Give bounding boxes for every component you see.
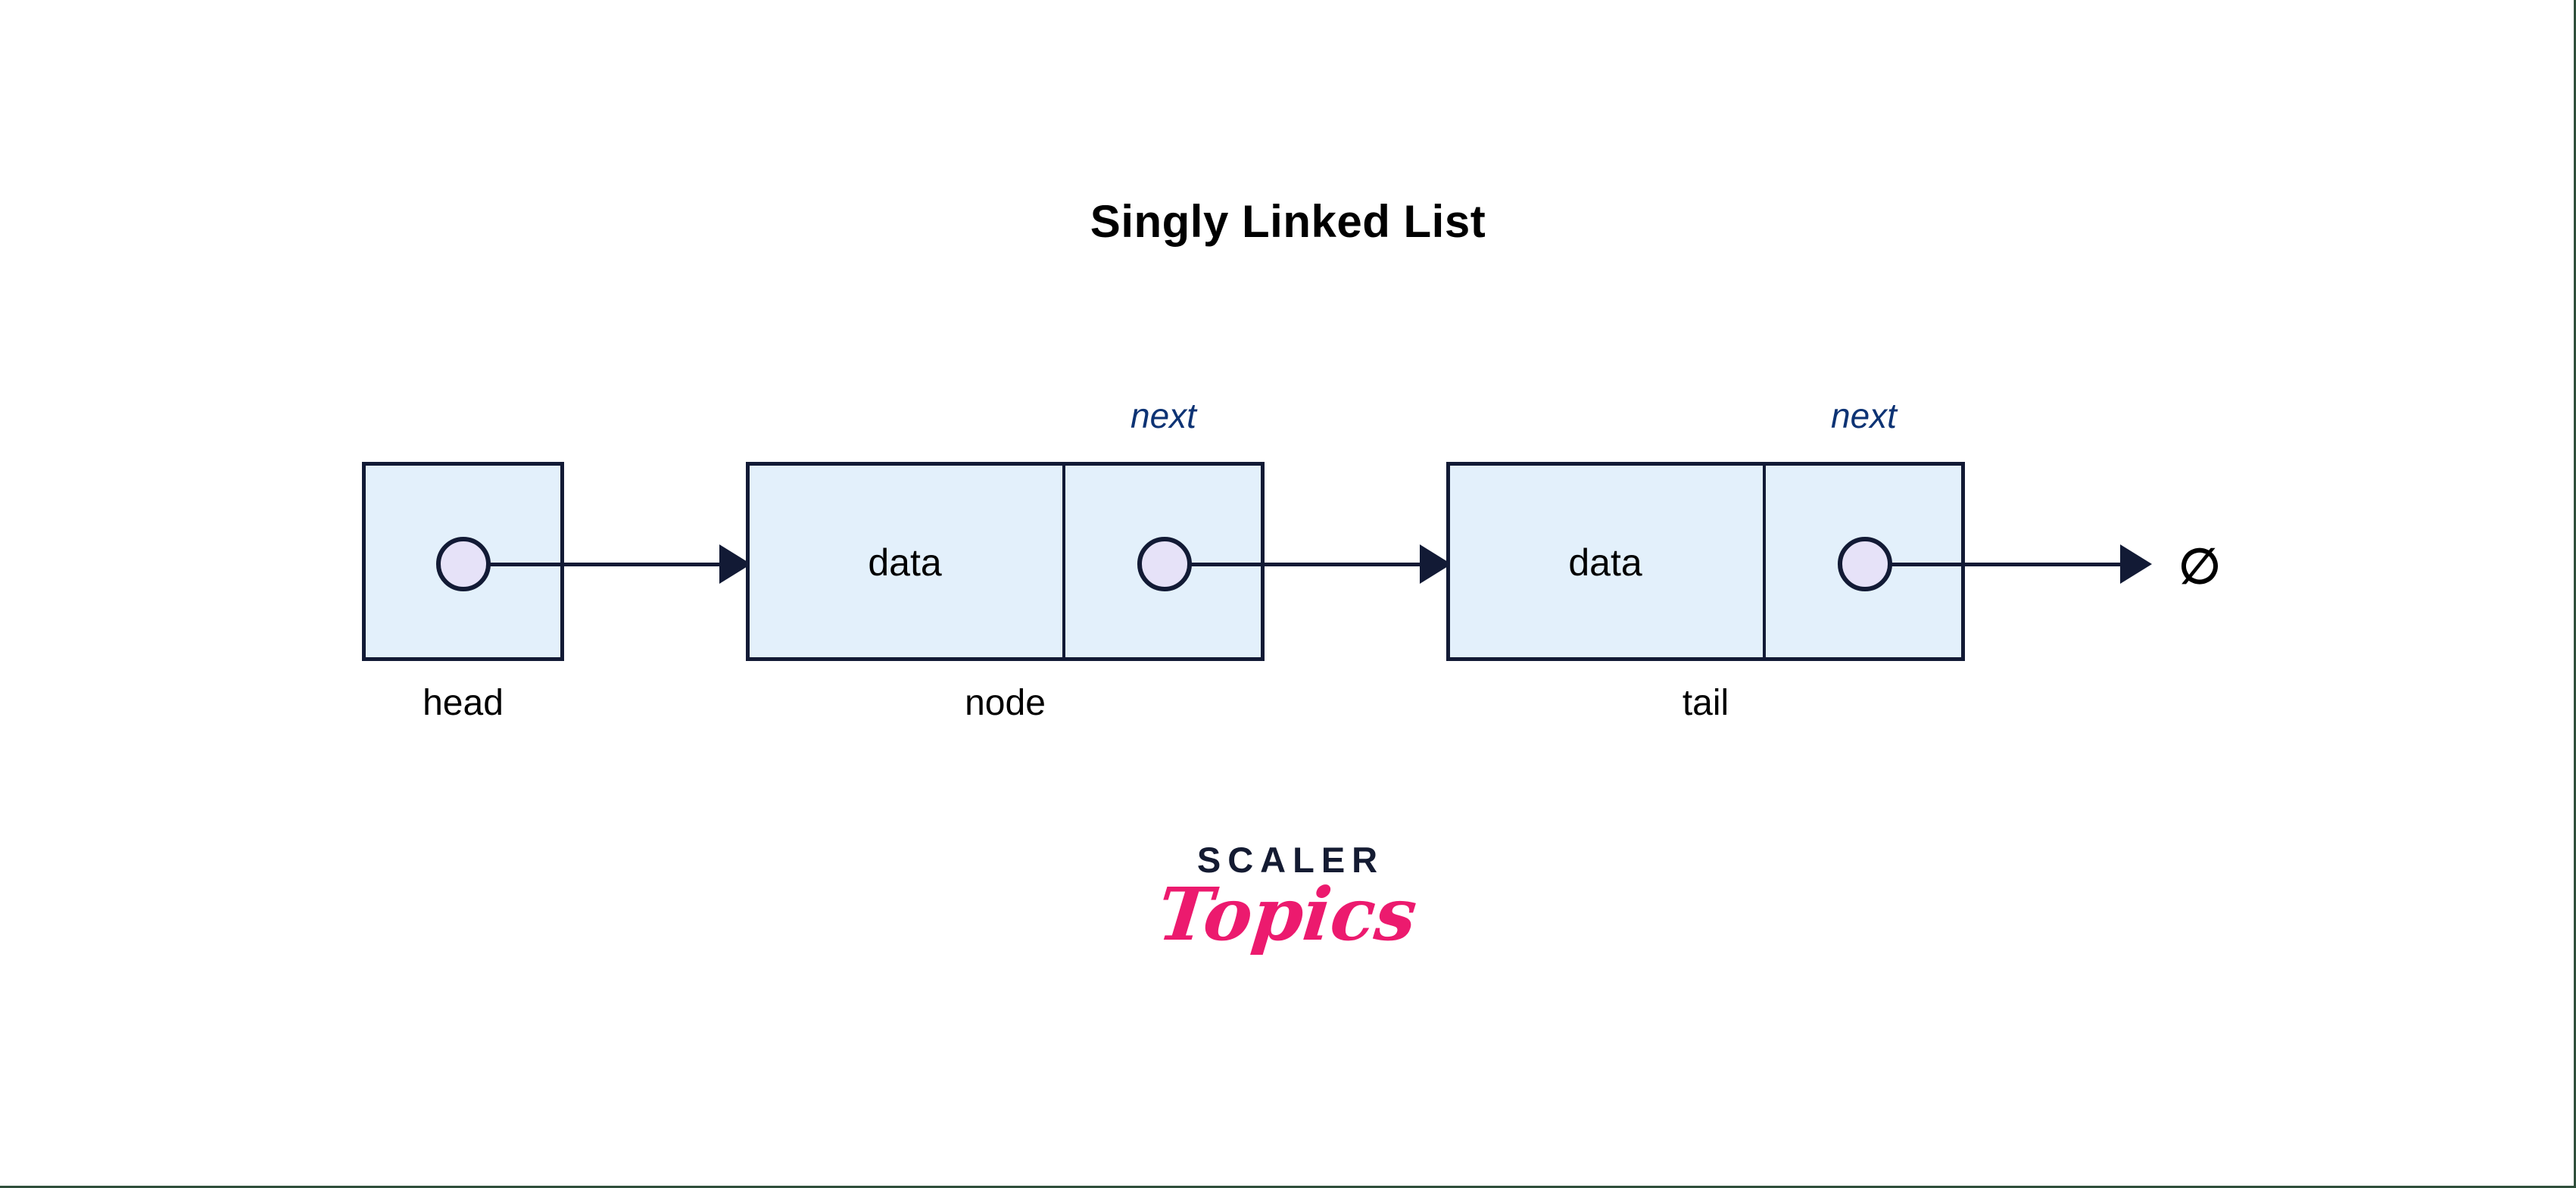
node-data-label: data (868, 541, 942, 584)
node-cell-divider (1062, 462, 1065, 661)
logo-scaler-wordmark: SCALER (1196, 840, 1385, 880)
connector-node-to-tail (1190, 563, 1424, 566)
node-next-label: next (1131, 396, 1196, 435)
pointer-dot-icon (1838, 537, 1892, 591)
tail-cell-divider (1763, 462, 1766, 661)
frame-edge-right (2574, 0, 2576, 1188)
logo-topics-wordmark: Topics (1153, 872, 1421, 957)
tail-caption: tail (1682, 683, 1729, 723)
frame-edge-bottom (0, 1186, 2576, 1188)
connector-tail-to-null (1891, 563, 2125, 566)
scaler-topics-logo: SCALER Topics (1090, 840, 1484, 1030)
head-caption: head (423, 683, 504, 723)
connector-head-to-node (489, 563, 723, 566)
pointer-dot-icon (1137, 537, 1192, 591)
page-title: Singly Linked List (1090, 196, 1486, 247)
tail-data-label: data (1568, 541, 1642, 584)
tail-next-label: next (1831, 396, 1897, 435)
pointer-dot-icon (436, 537, 491, 591)
null-terminator-icon: ∅ (2178, 539, 2221, 594)
node-caption: node (965, 683, 1046, 723)
arrowhead-icon (2120, 544, 2152, 584)
